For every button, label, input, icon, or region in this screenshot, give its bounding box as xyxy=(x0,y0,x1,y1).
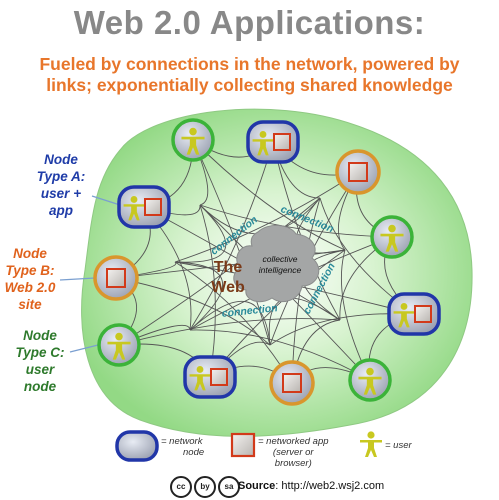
node-type-a-label: Node Type A: user + app xyxy=(30,151,92,219)
pointer-line-type-a xyxy=(91,195,121,206)
node-type-b xyxy=(269,360,315,406)
web-spoke-line xyxy=(192,139,271,346)
node-type-c-line-4: node xyxy=(23,379,57,394)
networked-app-icon xyxy=(414,305,432,323)
web-spoke-line xyxy=(199,204,216,378)
pointer-line-type-c xyxy=(69,344,99,353)
node-type-b-line-4: site xyxy=(18,297,42,312)
diagram-subtitle: Fueled by connections in the network, po… xyxy=(0,54,499,96)
networked-app-icon xyxy=(273,133,291,151)
connection-label-lower-left: connection xyxy=(221,302,278,320)
subtitle-line-2: links; exponentially collecting shared k… xyxy=(46,75,453,95)
legend-network-node-line-1: = network xyxy=(161,436,203,447)
node-type-b-label: Node Type B: Web 2.0 site xyxy=(2,245,58,313)
node-type-a xyxy=(117,185,171,229)
legend-network-node-line-2: node xyxy=(183,447,205,458)
network-nodes xyxy=(93,118,441,406)
legend-user-text: = user xyxy=(385,440,412,451)
node-type-a xyxy=(183,355,237,399)
node-type-a-line-4: app xyxy=(48,203,73,218)
node-type-a xyxy=(246,120,300,164)
legend-network-node-swatch xyxy=(115,430,159,462)
user-icon xyxy=(123,196,145,221)
cc-icon: cc xyxy=(170,476,192,498)
node-type-b xyxy=(93,255,139,301)
user-icon xyxy=(181,127,205,155)
networked-app-icon xyxy=(210,368,228,386)
web-spoke-line xyxy=(189,141,274,331)
user-icon xyxy=(380,224,404,252)
the-web-label-line-1: The xyxy=(214,259,243,276)
legend-user-icon xyxy=(360,431,382,457)
legend-networked-app-line-2: (server or xyxy=(272,447,314,458)
source-label: Source xyxy=(238,480,276,492)
web-spoke-line xyxy=(118,318,341,346)
node-type-c-line-2: Type C: xyxy=(15,345,65,360)
web-spoke-line xyxy=(115,249,346,279)
node-type-b-line-2: Type B: xyxy=(5,263,55,278)
cloud-label-line-1: collective xyxy=(263,254,298,264)
web-inner-line xyxy=(174,204,227,263)
networked-app-icon xyxy=(282,373,302,393)
web-spoke-line xyxy=(192,139,346,251)
networked-app-icon xyxy=(106,268,126,288)
cc-by-icon: by xyxy=(194,476,216,498)
user-icon xyxy=(358,367,382,395)
legend-networked-app-swatch xyxy=(230,432,256,458)
source-colon: : xyxy=(275,480,282,492)
node-type-c xyxy=(171,118,215,162)
cc-sa-icon: sa xyxy=(218,476,240,498)
web-spoke-line xyxy=(189,329,371,381)
collective-intelligence-cloud xyxy=(233,225,320,303)
user-icon xyxy=(189,366,211,391)
creative-commons-badges: cc by sa xyxy=(170,476,240,498)
networked-app-icon xyxy=(144,198,162,216)
source-url[interactable]: http://web2.wsj2.com xyxy=(281,480,385,492)
legend-networked-app-line-1: = networked app xyxy=(258,436,329,447)
legend-network-node-text: = network node xyxy=(161,436,204,458)
node-type-c-label: Node Type C: user node xyxy=(10,327,70,395)
node-type-c-line-3: user xyxy=(25,362,55,377)
web-inner-line xyxy=(189,300,271,346)
node-type-c xyxy=(348,358,392,402)
the-web-label-line-2: Web xyxy=(211,279,245,296)
user-icon xyxy=(252,131,274,156)
node-type-c xyxy=(370,215,414,259)
user-icon xyxy=(107,332,131,360)
node-type-a-line-1: Node xyxy=(44,152,78,167)
networked-app-icon xyxy=(348,162,368,182)
node-type-b-line-3: Web 2.0 xyxy=(4,280,56,295)
node-type-a-line-2: Type A: xyxy=(36,169,86,184)
legend-networked-app-text: = networked app (server or browser) xyxy=(258,436,329,469)
user-icon xyxy=(393,303,415,328)
node-type-c-line-1: Node xyxy=(23,328,57,343)
diagram-title: Web 2.0 Applications: xyxy=(73,4,426,41)
cloud-label-line-2: intelligence xyxy=(259,265,302,275)
pointer-line-type-b xyxy=(59,277,96,281)
legend-networked-app-line-3: browser) xyxy=(274,458,312,469)
node-type-c xyxy=(97,323,141,367)
node-type-b xyxy=(335,149,381,195)
node-type-a xyxy=(387,292,441,336)
web-spoke-line xyxy=(118,197,321,346)
node-type-b-line-1: Node xyxy=(13,246,47,261)
source-credit: Source: http://web2.wsj2.com xyxy=(238,480,384,492)
web-inner-line xyxy=(174,261,224,331)
subtitle-line-1: Fueled by connections in the network, po… xyxy=(39,54,460,74)
web-spoke-line xyxy=(115,277,271,346)
web-spoke-line xyxy=(199,204,393,238)
web-spoke-line xyxy=(174,171,359,263)
node-type-a-line-3: user + xyxy=(40,186,82,201)
